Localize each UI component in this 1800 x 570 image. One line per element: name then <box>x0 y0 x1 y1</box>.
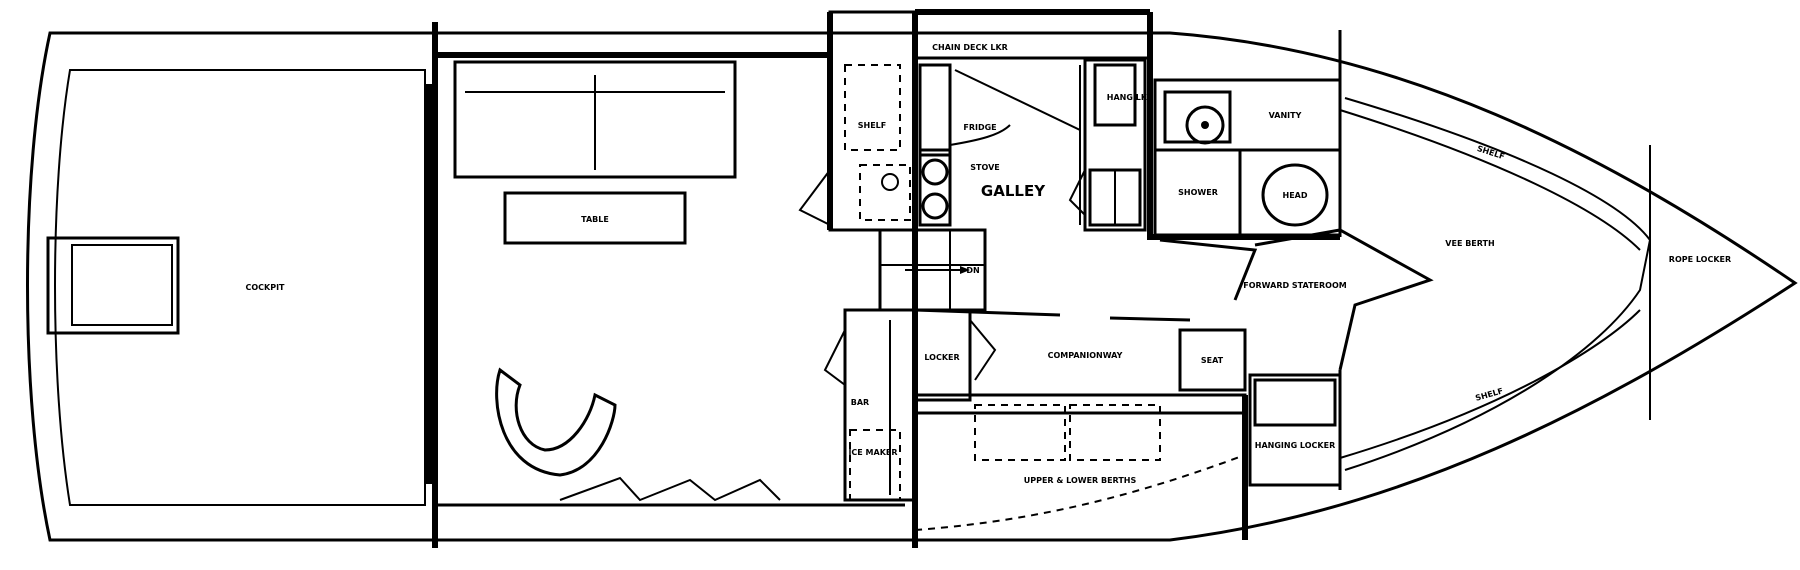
cockpit-label: COCKPIT <box>245 283 285 292</box>
hull <box>26 31 1798 542</box>
locker-label: LOCKER <box>924 353 959 362</box>
stove-label: STOVE <box>970 163 999 172</box>
head-label: HEAD <box>1283 191 1308 200</box>
galley-label: GALLEY <box>981 182 1046 200</box>
salon: TABLE <box>453 60 781 502</box>
companionway-label: COMPANIONWAY <box>1048 351 1123 360</box>
rope-locker: ROPE LOCKER <box>1669 255 1731 264</box>
ice-maker-label: ICE MAKER <box>848 448 897 457</box>
hanging-locker-galley: HANG LKR <box>1068 58 1153 232</box>
dn-label: DN <box>966 266 979 275</box>
forward-stateroom-label: FORWARD STATEROOM <box>1243 281 1347 290</box>
hanging-locker-fwd: HANGING LOCKER <box>1248 370 1342 490</box>
rope-locker-label: ROPE LOCKER <box>1669 255 1731 264</box>
salon-door <box>426 22 905 548</box>
shelf-fridge: SHELF <box>798 10 917 232</box>
fridge-label: FRIDGE <box>963 123 996 132</box>
berths-label: UPPER & LOWER BERTHS <box>1024 476 1137 485</box>
bar-area: BAR ICE MAKER LOCKER <box>823 308 997 502</box>
vanity-label: VANITY <box>1269 111 1302 120</box>
vee-berth: VEE BERTH SHELF SHELF <box>1445 144 1505 403</box>
shower-label: SHOWER <box>1178 188 1218 197</box>
forward-stateroom: FORWARD STATEROOM <box>1159 228 1434 371</box>
hanging-locker-fwd-label: HANGING LOCKER <box>1255 441 1335 450</box>
head-area: VANITY SHOWER HEAD <box>1147 12 1342 240</box>
berths: UPPER & LOWER BERTHS <box>913 393 1248 540</box>
hanging-locker-label: HANG LKR <box>1107 93 1153 102</box>
bar-label: BAR <box>851 398 869 407</box>
shelf-aft-label: SHELF <box>858 121 886 130</box>
companionway: COMPANIONWAY SEAT <box>914 308 1247 392</box>
shelf-lower-label: SHELF <box>1474 386 1504 403</box>
table <box>503 191 687 245</box>
chain-deck-locker-label: CHAIN DECK LKR <box>932 43 1008 52</box>
seat-label: SEAT <box>1201 356 1224 365</box>
vee-berth-label: VEE BERTH <box>1445 239 1494 248</box>
stairs: DN <box>878 228 987 312</box>
cockpit: COCKPIT <box>46 236 285 335</box>
table-label: TABLE <box>581 215 609 224</box>
